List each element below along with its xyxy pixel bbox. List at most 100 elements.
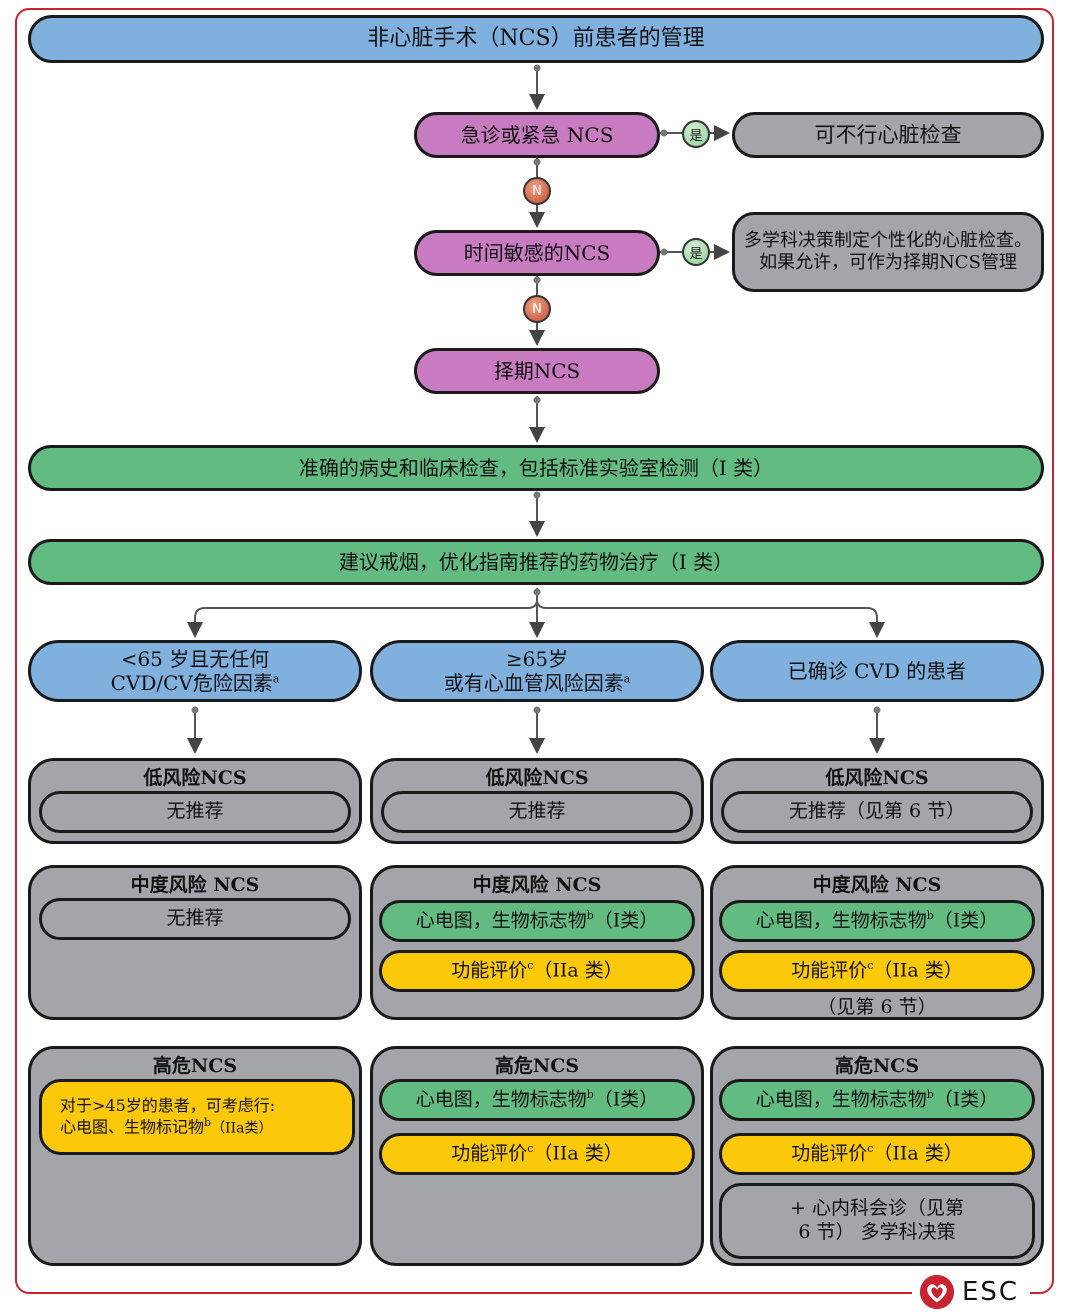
no-badge-label: N [532, 301, 542, 317]
emergency-ncs-box: 急诊或紧急 NCS [414, 112, 660, 158]
footnote-a: a [623, 672, 631, 686]
time-sensitive-ncs-box: 时间敏感的NCS [414, 230, 660, 276]
history-exam-label: 准确的病史和临床检查，包括标准实验室检测（I 类） [298, 455, 774, 480]
group3-header-line1: 已确诊 CVD 的患者 [787, 658, 967, 683]
low-risk-title: 低风险NCS [825, 767, 929, 789]
elective-ncs-label: 择期NCS [493, 358, 581, 383]
group2-header: ≥65岁 或有心血管风险因素a [370, 640, 704, 702]
ecg-biomarker-label: 心电图，生物标志物 [755, 909, 927, 932]
page-title: 非心脏手术（NCS）前患者的管理 [367, 26, 705, 52]
consider-line2: 心电图、生物标记物 [60, 1117, 205, 1137]
history-exam-box: 准确的病史和临床检查，包括标准实验室检测（I 类） [28, 445, 1044, 491]
emergency-ncs-label: 急诊或紧急 NCS [460, 122, 614, 147]
smoking-cessation-label: 建议戒烟，优化指南推荐的药物治疗（I 类） [338, 549, 734, 574]
class-label: （I类） [593, 1088, 659, 1111]
class-label: （IIa 类） [533, 1142, 623, 1165]
functional-eval-label: 功能评价 [451, 959, 528, 982]
elective-ncs-box: 择期NCS [414, 348, 660, 394]
group2-header-line1: ≥65岁 [505, 647, 569, 671]
group1-low-risk-item: 无推荐 [39, 791, 351, 833]
low-risk-title: 低风险NCS [485, 767, 589, 789]
yes-badge-emergency: 是 [682, 120, 710, 148]
group2-high-func-item: 功能评价c（IIa 类） [379, 1133, 695, 1175]
esc-logo: ESC [918, 1270, 1019, 1314]
class-label: （I类） [933, 1088, 999, 1111]
group2-high-risk-panel: 高危NCS 心电图，生物标志物b（I类） 功能评价c（IIa 类） [370, 1046, 704, 1266]
group2-header-line2: 或有心血管风险因素 [443, 671, 624, 695]
group2-mid-ecg-item: 心电图，生物标志物b（I类） [379, 900, 695, 942]
class-label: （I类） [593, 909, 659, 932]
ecg-biomarker-label: 心电图，生物标志物 [415, 1088, 587, 1111]
group1-high-risk-panel: 高危NCS 对于>45岁的患者，可考虑行: 心电图、生物标记物b（IIa类） [28, 1046, 362, 1266]
footnote-c: c [527, 1141, 534, 1155]
group2-low-risk-panel: 低风险NCS 无推荐 [370, 758, 704, 844]
arrow-to-group1 [187, 599, 538, 638]
esc-logo-text: ESC [962, 1277, 1020, 1307]
mid-risk-title: 中度风险 NCS [472, 874, 602, 896]
multidisciplinary-box: 多学科决策制定个性化的心脏检查。 如果允许，可作为择期NCS管理 [732, 212, 1044, 292]
class-label: （IIa类） [211, 1120, 273, 1137]
group1-low-risk-panel: 低风险NCS 无推荐 [28, 758, 362, 844]
group3-low-risk-panel: 低风险NCS 无推荐（见第 6 节） [710, 758, 1044, 844]
see-section-note: （见第 6 节） [817, 996, 937, 1018]
group3-high-risk-panel: 高危NCS 心电图，生物标志物b（I类） 功能评价c（IIa 类） + 心内科会… [710, 1046, 1044, 1266]
high-risk-title: 高危NCS [834, 1055, 920, 1077]
class-label: （I类） [933, 909, 999, 932]
functional-eval-label: 功能评价 [791, 959, 868, 982]
group2-low-risk-item: 无推荐 [381, 791, 693, 833]
high-risk-title: 高危NCS [494, 1055, 580, 1077]
group3-high-consult-item: + 心内科会诊（见第 6 节） 多学科决策 [719, 1183, 1035, 1259]
group3-high-func-item: 功能评价c（IIa 类） [719, 1133, 1035, 1175]
yes-badge-label: 是 [689, 246, 703, 262]
group3-mid-ecg-item: 心电图，生物标志物b（I类） [719, 900, 1035, 942]
outer-frame [15, 8, 1054, 1294]
no-recommendation-label: 无推荐（见第 6 节） [788, 800, 966, 823]
class-label: （IIa 类） [533, 959, 623, 982]
group1-high-risk-item: 对于>45岁的患者，可考虑行: 心电图、生物标记物b（IIa类） [39, 1079, 355, 1155]
class-label: （IIa 类） [873, 959, 963, 982]
group1-header-line1: <65 岁且无任何 [120, 647, 270, 671]
low-risk-title: 低风险NCS [143, 767, 247, 789]
group3-header: 已确诊 CVD 的患者 [710, 640, 1044, 702]
ecg-biomarker-label: 心电图，生物标志物 [755, 1088, 927, 1111]
multidisciplinary-line1: 多学科决策制定个性化的心脏检查。 [744, 229, 1032, 251]
footnote-b: b [926, 1087, 934, 1101]
arrow-to-group3 [536, 599, 885, 638]
functional-eval-label: 功能评价 [791, 1142, 868, 1165]
footnote-c: c [867, 1141, 874, 1155]
consult-line2: 6 节） 多学科决策 [798, 1221, 956, 1243]
yes-badge-time: 是 [682, 238, 710, 266]
consult-line1: + 心内科会诊（见第 [790, 1197, 964, 1220]
footnote-c: c [527, 958, 534, 972]
group1-header: <65 岁且无任何 CVD/CV危险因素a [28, 640, 362, 702]
group1-mid-risk-panel: 中度风险 NCS 无推荐 [28, 865, 362, 1020]
no-cardiac-test-label: 可不行心脏检查 [814, 122, 962, 147]
no-badge-2: N [523, 295, 551, 323]
functional-eval-label: 功能评价 [451, 1142, 528, 1165]
no-recommendation-label: 无推荐 [508, 800, 566, 823]
no-recommendation-label: 无推荐 [166, 800, 224, 823]
footnote-b: b [926, 908, 934, 922]
high-risk-title: 高危NCS [152, 1055, 238, 1077]
group1-mid-risk-item: 无推荐 [39, 898, 351, 940]
footnote-b: b [586, 1087, 594, 1101]
footnote-b: b [586, 908, 594, 922]
smoking-cessation-box: 建议戒烟，优化指南推荐的药物治疗（I 类） [28, 539, 1044, 585]
group2-mid-risk-panel: 中度风险 NCS 心电图，生物标志物b（I类） 功能评价c（IIa 类） [370, 865, 704, 1020]
multidisciplinary-line2: 如果允许，可作为择期NCS管理 [759, 252, 1017, 273]
group3-high-ecg-item: 心电图，生物标志物b（I类） [719, 1079, 1035, 1121]
group3-mid-func-item: 功能评价c（IIa 类） [719, 950, 1035, 992]
group2-mid-func-item: 功能评价c（IIa 类） [379, 950, 695, 992]
ecg-biomarker-label: 心电图，生物标志物 [415, 909, 587, 932]
no-cardiac-test-box: 可不行心脏检查 [732, 112, 1044, 158]
heart-icon [919, 1274, 955, 1310]
group2-high-ecg-item: 心电图，生物标志物b（I类） [379, 1079, 695, 1121]
mid-risk-title: 中度风险 NCS [130, 874, 260, 896]
consider-line1: 对于>45岁的患者，可考虑行: [60, 1096, 276, 1116]
footnote-b: b [204, 1116, 212, 1130]
group3-low-risk-item: 无推荐（见第 6 节） [721, 791, 1033, 833]
yes-badge-label: 是 [689, 128, 703, 144]
no-badge-label: N [532, 183, 542, 199]
group3-mid-risk-panel: 中度风险 NCS 心电图，生物标志物b（I类） 功能评价c（IIa 类） （见第… [710, 865, 1044, 1020]
